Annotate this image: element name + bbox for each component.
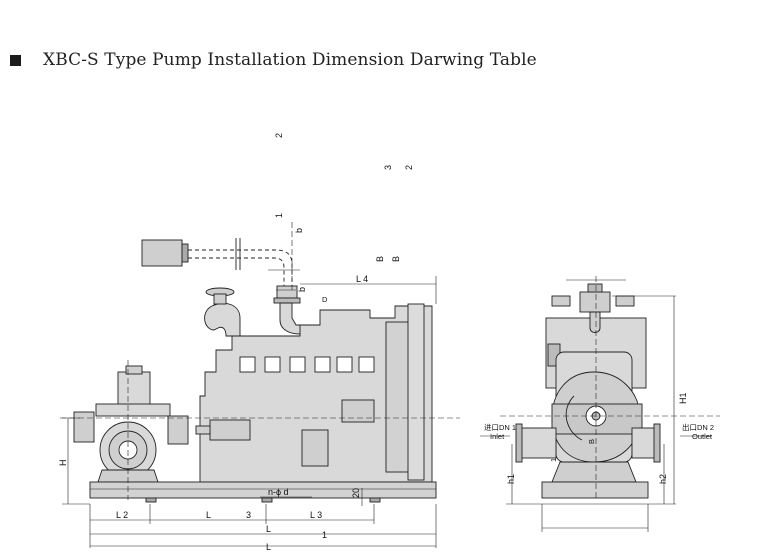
front-dimension-lines — [62, 269, 437, 548]
flywheel-cover — [407, 303, 425, 481]
pump-flange-right — [167, 415, 189, 445]
base-foot-1 — [145, 497, 157, 503]
inlet-pipe — [519, 427, 557, 459]
side-top-cap — [587, 283, 603, 293]
side-pipe-bend — [589, 311, 601, 333]
muffler-flange — [181, 243, 189, 263]
label-n2-top: 2 — [274, 133, 284, 138]
front-centerlines — [60, 222, 460, 500]
label-inlet-en: Inlet — [490, 432, 505, 441]
side-centerlines — [500, 276, 720, 500]
label-outlet-cn: 出口DN 2 — [682, 422, 714, 432]
label-n-phi-d: n-ϕ d — [268, 487, 289, 497]
label-n3: 3 — [383, 165, 393, 170]
label-b-mid: b — [297, 287, 307, 292]
exhaust-flange-marks — [235, 238, 241, 270]
label-L2: L 2 — [116, 510, 128, 520]
inlet-flange — [515, 423, 523, 463]
label-B1: B — [375, 256, 385, 262]
pump-flange-left — [73, 411, 95, 443]
label-L3: L 3 — [310, 510, 322, 520]
outlet-pipe — [631, 427, 657, 459]
base-foot-2 — [261, 497, 273, 503]
intake-elbow — [204, 302, 241, 337]
muffler — [141, 239, 183, 267]
pump-unit — [73, 365, 189, 483]
label-D: D — [322, 295, 328, 304]
label-outlet-en: Outlet — [692, 432, 713, 441]
side-right-valve — [615, 295, 635, 307]
label-L-row3: L — [266, 542, 271, 552]
intake-stem — [213, 293, 227, 305]
side-base — [541, 481, 649, 499]
side-top-housing — [579, 291, 611, 313]
engine-shaft — [195, 425, 211, 435]
engine-panel-left — [209, 419, 251, 441]
pump-top-cap — [125, 365, 143, 375]
base-foot-3 — [369, 497, 381, 503]
pump-top-casing — [117, 371, 151, 407]
side-left-valve — [551, 295, 571, 307]
outlet-flange — [653, 423, 661, 463]
exhaust-flange — [273, 297, 301, 304]
drawing-labels: 2 3 2 1 b B B L 4 b D H n-ϕ d 20 L 2 L 3… — [58, 133, 714, 552]
label-B-side: B — [587, 439, 596, 444]
side-rotation-arrow — [565, 395, 583, 441]
title-bullet-icon — [10, 54, 21, 66]
label-20: 20 — [351, 488, 361, 498]
title-row: XBC-S Type Pump Installation Dimension D… — [10, 48, 537, 72]
label-b-top: b — [294, 228, 304, 233]
cylinder-windows — [239, 356, 375, 373]
label-n2-right: 2 — [404, 165, 414, 170]
engine-panel-upper — [341, 399, 375, 423]
side-view — [480, 276, 720, 532]
page-title: XBC-S Type Pump Installation Dimension D… — [43, 50, 537, 70]
front-view — [60, 222, 460, 548]
label-H1: H1 — [678, 392, 688, 404]
label-B2: B — [391, 256, 401, 262]
pump-mid-casing — [95, 403, 171, 417]
label-n3-bottom: 3 — [246, 510, 251, 520]
base-frame — [89, 481, 437, 499]
label-L-mid: L — [206, 510, 211, 520]
label-n1-side: 1 — [549, 458, 558, 462]
engine-panel-lower — [301, 429, 329, 467]
label-h1: h1 — [506, 474, 516, 484]
label-n1-top: 1 — [274, 213, 284, 218]
side-stand — [551, 461, 637, 483]
label-h2: h2 — [658, 474, 668, 484]
label-L4: L 4 — [356, 274, 368, 284]
label-H: H — [58, 460, 68, 467]
label-n1-row2: 1 — [322, 530, 327, 540]
label-inlet-cn: 进口DN 1 — [484, 423, 516, 432]
label-L-row2: L — [266, 524, 271, 534]
side-dimension-lines — [480, 279, 712, 532]
exhaust-outlet — [276, 285, 298, 299]
exhaust-bend — [279, 302, 301, 335]
